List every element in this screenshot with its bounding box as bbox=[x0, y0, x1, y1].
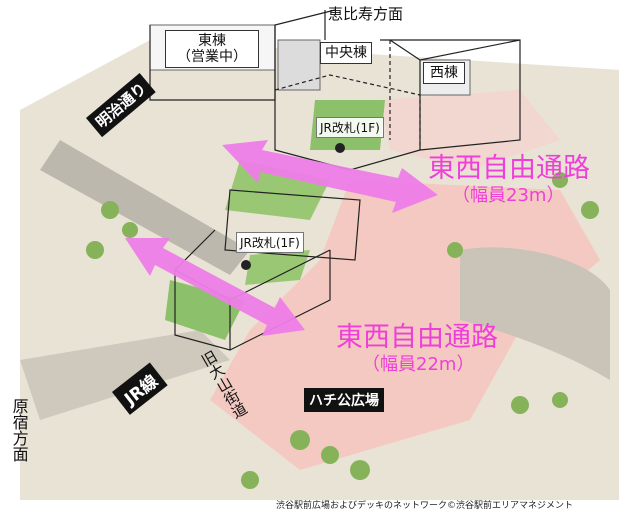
passage-arrow-north bbox=[222, 140, 438, 213]
credit-caption: 渋谷駅前広場およびデッキのネットワーク©渋谷駅前エリアマネジメント bbox=[276, 501, 574, 511]
east-building-status: （営業中） bbox=[177, 49, 247, 66]
passage-south-width: （幅員22m） bbox=[362, 354, 475, 375]
bus-terminal bbox=[460, 247, 610, 380]
rail-area bbox=[20, 330, 230, 420]
east-building-name: 東棟 bbox=[198, 33, 226, 49]
jr-gate-lower-marker bbox=[241, 260, 251, 270]
ebisu-direction-label: 恵比寿方面 bbox=[328, 5, 404, 23]
meiji-road bbox=[40, 140, 250, 275]
central-building-label: 中央棟 bbox=[320, 42, 372, 65]
jr-gate-lower-label: JR改札(1F) bbox=[236, 232, 304, 253]
passage-south-title: 東西自由通路 bbox=[336, 322, 498, 353]
east-building-label: 東棟 （営業中） bbox=[165, 30, 259, 69]
passage-north-width: （幅員23m） bbox=[452, 185, 565, 206]
passage-arrow-south bbox=[125, 238, 305, 336]
green-roof-small bbox=[245, 250, 310, 285]
hachiko-square-label: ハチ公広場 bbox=[304, 388, 384, 412]
harajuku-direction-label: 原宿方面 bbox=[9, 398, 29, 462]
central-building-shape bbox=[277, 39, 321, 91]
jr-gate-upper-label: JR改札(1F) bbox=[316, 117, 384, 138]
passage-arrows bbox=[125, 140, 438, 336]
passage-north-title: 東西自由通路 bbox=[428, 153, 590, 184]
west-building-label: 西棟 bbox=[423, 62, 465, 85]
trees bbox=[86, 172, 599, 489]
jr-gate-upper-marker bbox=[335, 143, 345, 153]
